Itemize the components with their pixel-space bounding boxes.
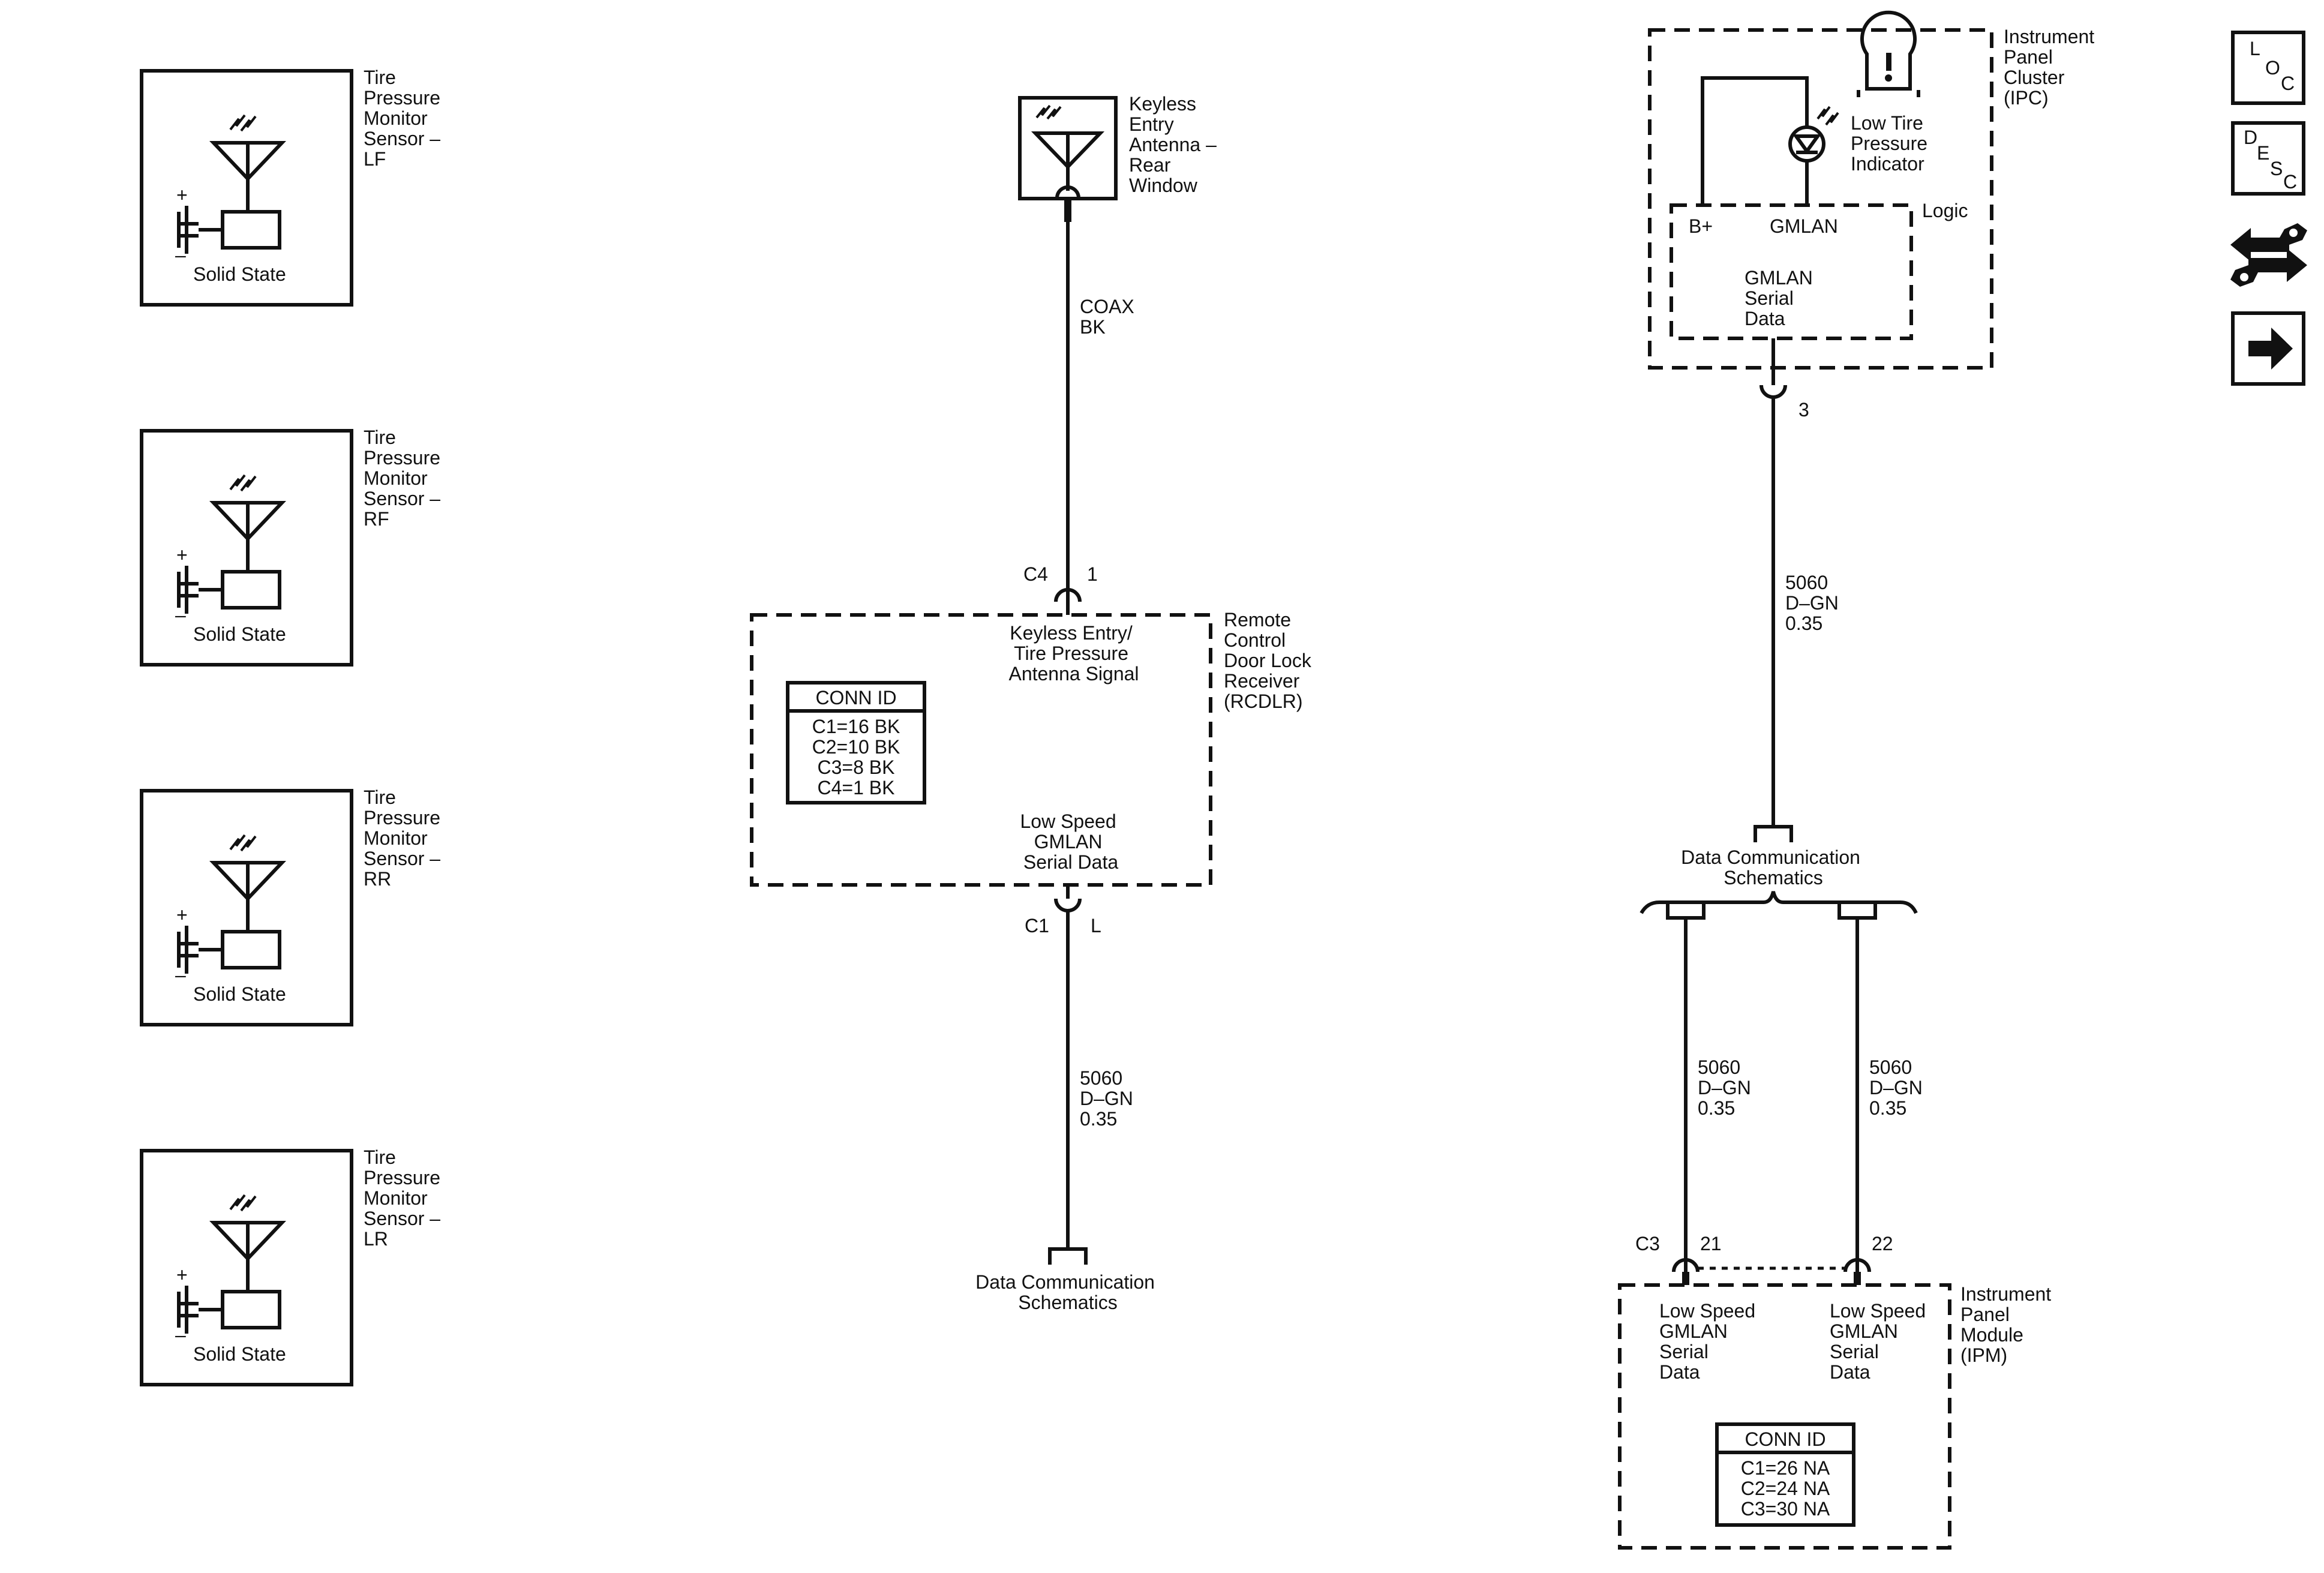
ipc-module: Instrument Panel Cluster (IPC) Low Tire … [1648,10,2100,421]
wire-label: 5060 D–GN 0.35 [1869,1056,1928,1119]
wire-label: 5060 D–GN 0.35 [1080,1067,1139,1130]
arrow-right-icon [2248,328,2293,370]
desc-letter: C [2283,171,2297,193]
rcdlr-conn-id-table: CONN ID C1=16 BK C2=10 BK C3=8 BK C4=1 B… [786,681,926,804]
coax-label: COAX BK [1080,296,1140,338]
conn-id-row: C3=8 BK [818,757,895,778]
wire-dcs-to-ipm-22: 5060 D–GN 0.35 [1855,918,1928,1272]
wire-label: 5060 D–GN 0.35 [1698,1056,1756,1119]
conn-id-title: CONN ID [815,687,896,709]
wire-ipc-to-dcs: 5060 D–GN 0.35 Data Communication Schema… [1640,397,1918,920]
conn-id-row: C4=1 BK [818,777,895,798]
sensor-lf: + – Solid State Tire Pressure Monitor Se… [142,67,446,305]
pin-label-1: 1 [1087,563,1098,585]
desc-letter: E [2257,142,2269,164]
led-icon [1788,106,1839,163]
logic-label: Logic [1922,200,1968,221]
low-tire-pressure-icon [1857,10,1920,97]
ipm-conn-id-table: CONN ID C1=26 NA C2=24 NA C3=30 NA [1715,1422,1855,1527]
coax-wire: COAX BK [1064,198,1140,602]
repair-procedures-icon[interactable] [2230,223,2307,287]
desc-letter: D [2244,127,2257,148]
sensor-minus: – [175,244,186,266]
keyless-entry-antenna: Keyless Entry Antenna – Rear Window [1018,93,1222,200]
sensor-plus: + [176,184,188,206]
pin-label-l: L [1091,915,1101,936]
antenna-name: Keyless Entry Antenna – Rear Window [1129,93,1222,196]
conn-id-title: CONN ID [1744,1428,1825,1450]
pin-label-21: 21 [1700,1233,1722,1254]
sensor-name: Tire Pressure Monitor Sensor – LF [364,67,446,170]
sensor-lr: + – Solid State Tire Pressure Monitor Se… [142,1146,446,1385]
sensor-plus: + [176,544,188,566]
sensor-state: Solid State [193,263,286,285]
gmlan-pin-label: GMLAN [1770,215,1838,237]
sensor-rf: + – Solid State Tire Pressure Monitor Se… [142,427,446,665]
pin-label-22: 22 [1872,1233,1893,1254]
data-comm-schematics-link[interactable]: Data Communication Schematics [975,1271,1160,1313]
sensor-minus: – [175,964,186,986]
sensor-name: Tire Pressure Monitor Sensor – RF [364,427,446,530]
ipm-module: C3 21 22 Instrument Panel Module (IPM) L… [1618,1233,2056,1550]
loc-button[interactable]: L O C [2231,31,2305,105]
bplus-label: B+ [1689,215,1713,237]
sensor-name: Tire Pressure Monitor Sensor – RR [364,786,446,890]
rcdlr-module: C4 1 Remote Control Door Lock Receiver (… [750,563,1317,936]
conn-id-row: C1=26 NA [1741,1457,1830,1479]
sensor-state: Solid State [193,623,286,645]
wire-rcdlr-to-dcs: 5060 D–GN 0.35 Data Communication Schema… [975,911,1160,1313]
sensor-minus: – [175,604,186,626]
rcdlr-gmlan-label: Low Speed GMLAN Serial Data [1020,810,1121,873]
sensor-rr: + – Solid State Tire Pressure Monitor Se… [142,786,446,1025]
desc-button[interactable]: D E S C [2231,121,2305,196]
loc-letter: O [2265,57,2280,79]
conn-id-row: C1=16 BK [812,716,900,737]
connector-label-c3: C3 [1635,1233,1660,1254]
connector-label-c1: C1 [1025,915,1049,936]
ipm-left-signal-label: Low Speed GMLAN Serial Data [1659,1300,1761,1383]
sensor-minus: – [175,1324,186,1346]
conn-id-row: C2=24 NA [1741,1478,1830,1499]
ipc-name: Instrument Panel Cluster (IPC) [2004,26,2100,109]
antenna-signal-label: Keyless Entry/ Tire Pressure Antenna Sig… [1008,622,1139,685]
sensor-state: Solid State [193,983,286,1005]
indicator-label: Low Tire Pressure Indicator [1851,112,1933,175]
loc-letter: L [2250,38,2260,59]
ipc-serial-label: GMLAN Serial Data [1744,267,1818,329]
conn-id-row: C3=30 NA [1741,1498,1830,1520]
ipm-right-signal-label: Low Speed GMLAN Serial Data [1830,1300,1931,1383]
rcdlr-name: Remote Control Door Lock Receiver (RCDLR… [1224,609,1317,712]
conn-id-row: C2=10 BK [812,736,900,758]
pin-label-3: 3 [1798,399,1809,421]
loc-letter: C [2281,73,2295,94]
sensor-name: Tire Pressure Monitor Sensor – LR [364,1146,446,1250]
sensor-state: Solid State [193,1343,286,1365]
sensor-plus: + [176,1264,188,1286]
desc-letter: S [2270,158,2283,179]
data-comm-schematics-link[interactable]: Data Communication Schematics [1681,846,1866,888]
connector-label-c4: C4 [1023,563,1048,585]
ipm-name: Instrument Panel Module (IPM) [1960,1283,2056,1366]
wire-label: 5060 D–GN 0.35 [1785,572,1844,634]
sensor-plus: + [176,904,188,926]
wire-dcs-to-ipm-21: 5060 D–GN 0.35 [1684,918,1756,1272]
next-page-button[interactable] [2231,311,2305,386]
